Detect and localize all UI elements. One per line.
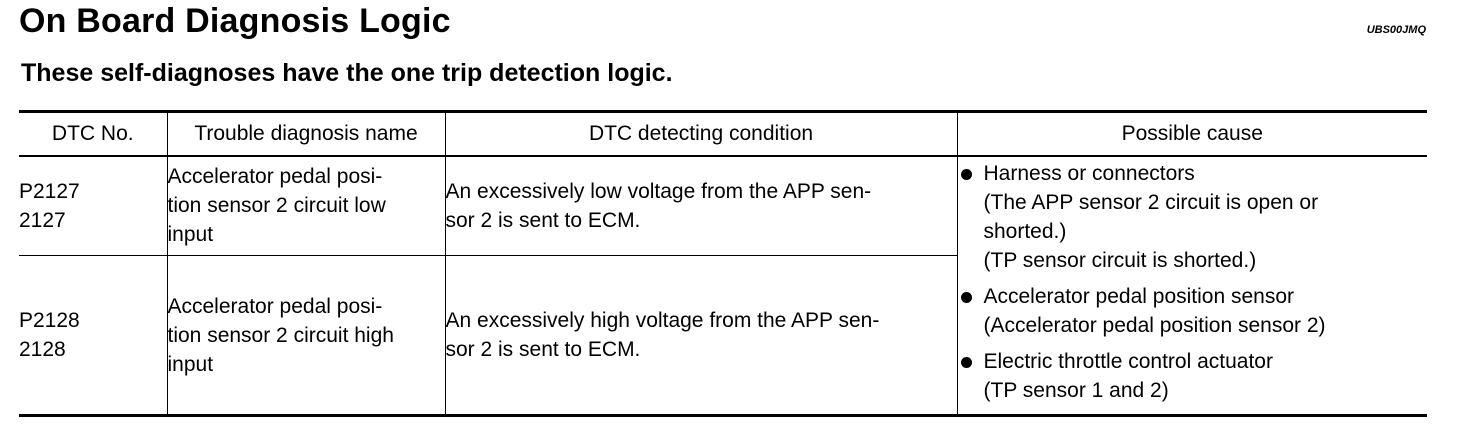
name-line: tion sensor 2 circuit low bbox=[167, 194, 386, 218]
condition-line: An excessively low voltage from the APP … bbox=[445, 179, 872, 203]
condition-line: An excessively high voltage from the APP… bbox=[445, 309, 880, 332]
cause-line: Electric throttle control actuator bbox=[983, 349, 1273, 373]
dtc-code: 2128 bbox=[19, 338, 66, 361]
header-trouble-diagnosis-name: Trouble diagnosis name bbox=[166, 110, 446, 157]
bullet-icon bbox=[960, 356, 972, 368]
list-item: Electric throttle control actuator (TP s… bbox=[958, 347, 1428, 405]
table-row: P2128 2128 Accelerator pedal posi- tion … bbox=[19, 255, 1427, 417]
dtc-number-cell: P2127 2127 bbox=[19, 155, 168, 256]
dtc-code: P2127 bbox=[19, 179, 80, 203]
document-code: UBS00JMQ bbox=[1366, 24, 1426, 36]
page-subtitle: These self-diagnoses have the one trip d… bbox=[21, 59, 673, 87]
diagnosis-table: DTC No. Trouble diagnosis name DTC detec… bbox=[19, 110, 1427, 417]
bullet-icon bbox=[960, 291, 972, 303]
header-dtc-detecting-condition: DTC detecting condition bbox=[444, 110, 958, 157]
list-item: Accelerator pedal position sensor (Accel… bbox=[958, 282, 1428, 340]
name-line: tion sensor 2 circuit high bbox=[167, 323, 394, 347]
cause-line: Harness or connectors bbox=[983, 161, 1195, 185]
cause-line: shorted.) bbox=[983, 219, 1067, 243]
cause-line: (TP sensor circuit is shorted.) bbox=[983, 248, 1257, 272]
trouble-diagnosis-name-cell: Accelerator pedal posi- tion sensor 2 ci… bbox=[166, 155, 446, 256]
cause-line: (TP sensor 1 and 2) bbox=[983, 378, 1169, 402]
table-header-row: DTC No. Trouble diagnosis name DTC detec… bbox=[19, 110, 1427, 157]
cause-line: Accelerator pedal position sensor bbox=[983, 284, 1295, 308]
trouble-diagnosis-name-cell: Accelerator pedal posi- tion sensor 2 ci… bbox=[166, 255, 446, 417]
cause-line: (The APP sensor 2 circuit is open or bbox=[983, 190, 1319, 214]
list-item: Harness or connectors (The APP sensor 2 … bbox=[958, 159, 1428, 275]
dtc-code: 2127 bbox=[19, 208, 66, 232]
possible-cause-list: Harness or connectors (The APP sensor 2 … bbox=[958, 159, 1428, 405]
dtc-number-cell: P2128 2128 bbox=[19, 255, 168, 417]
header-dtc-no: DTC No. bbox=[19, 110, 168, 157]
dtc-code: P2128 bbox=[19, 309, 80, 332]
header-possible-cause: Possible cause bbox=[956, 110, 1427, 157]
detecting-condition-cell: An excessively high voltage from the APP… bbox=[444, 255, 957, 417]
cause-line: (Accelerator pedal position sensor 2) bbox=[983, 313, 1326, 337]
detecting-condition-cell: An excessively low voltage from the APP … bbox=[444, 155, 958, 256]
condition-line: sor 2 is sent to ECM. bbox=[445, 338, 641, 361]
name-line: Accelerator pedal posi- bbox=[167, 165, 383, 189]
name-line: input bbox=[167, 223, 214, 247]
table-row: P2127 2127 Accelerator pedal posi- tion … bbox=[19, 155, 1427, 417]
bullet-icon bbox=[960, 168, 972, 180]
name-line: input bbox=[167, 352, 214, 376]
possible-cause-cell: Harness or connectors (The APP sensor 2 … bbox=[956, 155, 1428, 417]
name-line: Accelerator pedal posi- bbox=[167, 294, 383, 318]
page-title: On Board Diagnosis Logic bbox=[19, 2, 451, 40]
condition-line: sor 2 is sent to ECM. bbox=[445, 208, 641, 232]
